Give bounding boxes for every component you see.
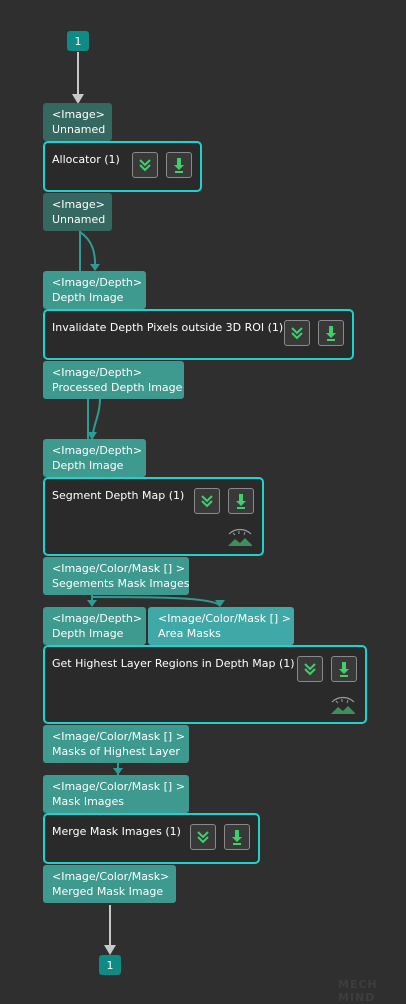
- watermark: MECH MIND: [338, 978, 378, 1004]
- node-title: Invalidate Depth Pixels outside 3D ROI (…: [52, 321, 284, 334]
- node-title: Segment Depth Map (1): [52, 489, 185, 502]
- port-name: Depth Image: [52, 627, 124, 640]
- invalidate-depth-node[interactable]: Invalidate Depth Pixels outside 3D ROI (…: [43, 309, 354, 360]
- wire-3a-arrow: [87, 600, 97, 607]
- input-terminal[interactable]: 1: [67, 31, 89, 51]
- port-name: Masks of Highest Layer: [52, 745, 180, 758]
- port-type: <Image/Color/Mask [] >: [52, 562, 185, 575]
- port-type: <Image/Color/Mask [] >: [52, 780, 185, 793]
- port-type: <Image>: [52, 198, 105, 211]
- debug-output-button[interactable]: [318, 320, 344, 346]
- download-arrow-icon: [232, 830, 242, 845]
- output-wire-arrow: [104, 945, 116, 955]
- port-name: Unnamed: [52, 213, 106, 226]
- highest-layer-input-port-depth[interactable]: <Image/Depth> Depth Image: [43, 607, 146, 645]
- port-name: Depth Image: [52, 291, 124, 304]
- merge-mask-images-node[interactable]: Merge Mask Images (1): [43, 813, 260, 864]
- double-chevron-down-icon: [304, 663, 316, 676]
- port-name: Depth Image: [52, 459, 124, 472]
- port-name: Mask Images: [52, 795, 125, 808]
- port-name: Area Masks: [158, 627, 221, 640]
- wire-2-arrow: [87, 432, 97, 440]
- output-terminal[interactable]: 1: [99, 955, 121, 975]
- node-title: Merge Mask Images (1): [52, 825, 181, 838]
- wire-3b: [91, 596, 221, 607]
- allocator-output-port[interactable]: <Image> Unnamed: [43, 193, 112, 231]
- port-name: Unnamed: [52, 123, 106, 136]
- input-wire-arrow: [72, 94, 84, 104]
- double-chevron-down-icon: [139, 159, 151, 172]
- port-type: <Image/Color/Mask>: [52, 870, 170, 883]
- port-name: Merged Mask Image: [52, 885, 164, 898]
- wire-1-arrow: [90, 264, 100, 271]
- port-type: <Image/Depth>: [52, 612, 143, 625]
- segment-output-port[interactable]: <Image/Color/Mask [] > Segements Mask Im…: [43, 557, 190, 595]
- debug-output-button[interactable]: [228, 488, 254, 514]
- allocator-node[interactable]: Allocator (1): [43, 141, 202, 192]
- merge-input-port[interactable]: <Image/Color/Mask [] > Mask Images: [43, 775, 189, 813]
- collapse-button[interactable]: [284, 320, 310, 346]
- download-arrow-icon: [326, 326, 336, 341]
- invalidate-output-port[interactable]: <Image/Depth> Processed Depth Image: [43, 361, 184, 399]
- node-title: Allocator (1): [52, 153, 120, 166]
- highest-layer-output-port[interactable]: <Image/Color/Mask [] > Masks of Highest …: [43, 725, 189, 763]
- debug-output-button[interactable]: [331, 656, 357, 682]
- port-type: <Image/Depth>: [52, 366, 143, 379]
- double-chevron-down-icon: [201, 495, 213, 508]
- download-arrow-icon: [339, 662, 349, 677]
- node-title: Get Highest Layer Regions in Depth Map (…: [52, 657, 295, 670]
- highest-layer-regions-node[interactable]: Get Highest Layer Regions in Depth Map (…: [43, 645, 367, 724]
- port-name: Segements Mask Images: [52, 577, 190, 590]
- port-type: <Image/Color/Mask [] >: [52, 730, 185, 743]
- segment-input-port[interactable]: <Image/Depth> Depth Image: [43, 439, 146, 477]
- download-arrow-icon: [236, 494, 246, 509]
- double-chevron-down-icon: [197, 831, 209, 844]
- merge-output-port[interactable]: <Image/Color/Mask> Merged Mask Image: [43, 865, 176, 903]
- input-terminal-label: 1: [74, 34, 82, 48]
- port-type: <Image/Depth>: [52, 276, 143, 289]
- debug-output-button[interactable]: [224, 824, 250, 850]
- download-arrow-icon: [174, 158, 184, 173]
- collapse-button[interactable]: [190, 824, 216, 850]
- wire-4-arrow: [113, 768, 123, 775]
- wire-3b-arrow: [215, 600, 225, 607]
- highest-layer-input-port-masks[interactable]: <Image/Color/Mask [] > Area Masks: [148, 607, 294, 645]
- visualize-output-icon[interactable]: [330, 694, 356, 716]
- segment-depth-map-node[interactable]: Segment Depth Map (1): [43, 477, 264, 556]
- double-chevron-down-icon: [291, 327, 303, 340]
- debug-output-button[interactable]: [166, 152, 192, 178]
- visualize-output-icon[interactable]: [227, 526, 253, 548]
- invalidate-input-port[interactable]: <Image/Depth> Depth Image: [43, 271, 146, 309]
- port-type: <Image/Color/Mask [] >: [158, 612, 291, 625]
- port-name: Processed Depth Image: [52, 381, 183, 394]
- collapse-button[interactable]: [297, 656, 323, 682]
- port-type: <Image/Depth>: [52, 444, 143, 457]
- collapse-button[interactable]: [132, 152, 158, 178]
- collapse-button[interactable]: [194, 488, 220, 514]
- output-terminal-label: 1: [106, 958, 114, 972]
- port-type: <Image>: [52, 108, 105, 121]
- allocator-input-port[interactable]: <Image> Unnamed: [43, 103, 112, 141]
